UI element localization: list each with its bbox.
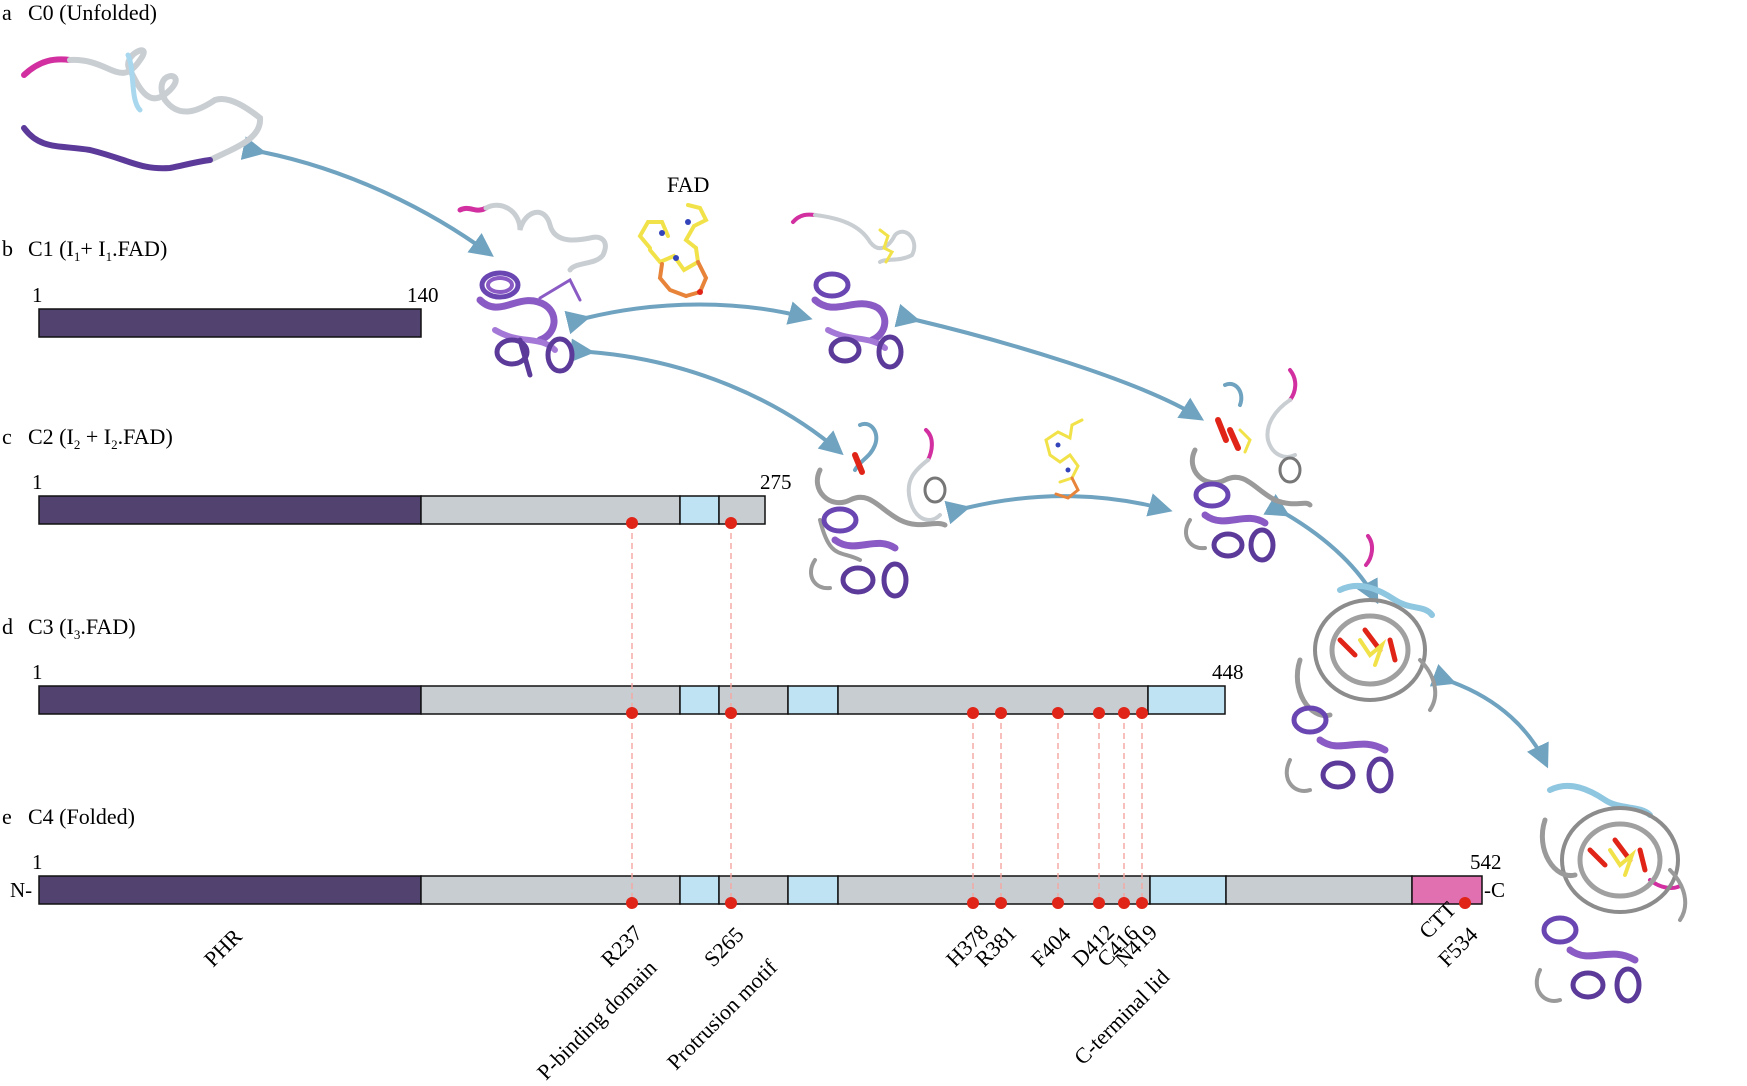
c1-end-number: 140 <box>407 283 439 307</box>
residue-dots <box>626 517 1471 909</box>
panel-e-letter: e <box>2 804 12 829</box>
c4-gray-segment-2 <box>718 875 789 905</box>
c3-dot-f404 <box>1052 707 1064 719</box>
c3-c-lid-segment <box>1147 685 1226 715</box>
c4-protrusion-segment <box>787 875 839 905</box>
c4-c-lid-segment <box>1149 875 1227 905</box>
c3-blue-segment-2 <box>787 685 839 715</box>
c3-dot-c416 <box>1118 707 1130 719</box>
c4-labels: PHR R237 P-binding domain S265 Protrusio… <box>199 896 1483 1084</box>
c1-domain-bar: 1 140 <box>32 283 439 338</box>
c4-start-number: 1 <box>32 850 43 874</box>
c4-dot-d412 <box>1093 897 1105 909</box>
panel-b-letter: b <box>2 236 13 261</box>
fad-label: FAD <box>667 172 709 197</box>
panel-c-title: c C2 (I2 + I2.FAD) <box>2 424 173 452</box>
panel-a-title: a C0 (Unfolded) <box>2 0 157 25</box>
c2-domain-bar: 1 275 <box>32 470 792 525</box>
c1-phr-segment <box>38 308 422 338</box>
panel-a-text: C0 (Unfolded) <box>28 0 157 25</box>
protrusion-motif-label: Protrusion motif <box>662 954 783 1075</box>
c4-gray-segment <box>420 875 681 905</box>
panel-c-text: C2 (I2 + I2.FAD) <box>28 424 173 452</box>
unfolded-purple-chain <box>21 125 213 172</box>
arrow-c0-c1 <box>240 136 494 257</box>
panel-e-title: e C4 (Folded) <box>2 804 135 829</box>
panel-e-text: C4 (Folded) <box>28 804 135 829</box>
panel-c-letter: c <box>2 424 12 449</box>
c2-phr-segment <box>38 495 422 525</box>
c4-gray-segment-4 <box>1225 875 1413 905</box>
c4-phr-segment <box>38 875 422 905</box>
fad-molecule-small <box>1044 418 1084 500</box>
c3-dot-d412 <box>1093 707 1105 719</box>
c4-structure <box>1534 782 1688 1004</box>
c2-structure <box>809 421 948 599</box>
residue-label-s265: S265 <box>699 922 749 972</box>
panel-d-letter: d <box>2 614 13 639</box>
c4-dot-r381 <box>995 897 1007 909</box>
panel-d-text: C3 (I3.FAD) <box>28 614 136 642</box>
arrow-c1-c2 <box>569 338 844 456</box>
c3-blue-segment <box>679 685 720 715</box>
c3-start-number: 1 <box>32 660 43 684</box>
c2-dot-s265 <box>725 517 737 529</box>
c-terminal-lid-label: C-terminal lid <box>1069 964 1174 1069</box>
arrow-c2-c2fad <box>944 493 1173 525</box>
c1-start-number: 1 <box>32 283 43 307</box>
c3-dot-h378 <box>967 707 979 719</box>
c1-fad-structure <box>791 212 917 370</box>
c1-structure <box>457 202 608 378</box>
c4-dot-n419 <box>1136 897 1148 909</box>
c3-dot-r381 <box>995 707 1007 719</box>
c2-blue-segment <box>679 495 720 525</box>
arrow-c1-c1fad <box>564 301 813 335</box>
c2-gray-segment <box>420 495 681 525</box>
c-terminus-label: -C <box>1484 878 1505 902</box>
pathway-arrows <box>240 136 1549 769</box>
panel-b-text: C1 (I1+ I1.FAD) <box>28 236 167 264</box>
n-terminus-label: N- <box>10 878 32 902</box>
panel-d-title: d C3 (I3.FAD) <box>2 614 136 642</box>
c4-dot-h378 <box>967 897 979 909</box>
c4-dot-s265 <box>725 897 737 909</box>
unfolded-gray-chain <box>67 47 263 163</box>
panel-a-letter: a <box>2 0 12 25</box>
p-binding-domain-label: P-binding domain <box>532 955 662 1085</box>
c3-structure <box>1284 534 1438 794</box>
arrow-c1fad-c2fad <box>894 303 1205 421</box>
c2-fad-structure <box>1184 368 1313 563</box>
c3-domain-bar: 1 448 <box>32 660 1244 715</box>
c4-end-number: 542 <box>1470 850 1502 874</box>
c3-gray-segment <box>420 685 681 715</box>
c4-dot-c416 <box>1118 897 1130 909</box>
c3-dot-n419 <box>1136 707 1148 719</box>
c2-gray-segment-2 <box>718 495 766 525</box>
c3-dot-r237 <box>626 707 638 719</box>
c2-start-number: 1 <box>32 470 43 494</box>
residue-label-f404: F404 <box>1026 922 1076 972</box>
c4-dot-f404 <box>1052 897 1064 909</box>
c3-dot-s265 <box>725 707 737 719</box>
fad-molecule-large <box>637 203 709 298</box>
panel-b-title: b C1 (I1+ I1.FAD) <box>2 236 167 264</box>
unfolded-protein <box>21 47 263 172</box>
c3-phr-segment <box>38 685 422 715</box>
c4-dot-f534 <box>1459 897 1471 909</box>
unfolded-blue-segment <box>125 52 143 113</box>
c3-end-number: 448 <box>1212 660 1244 684</box>
c4-domain-bar: 1 542 N- -C <box>10 850 1505 905</box>
c2-dot-r237 <box>626 517 638 529</box>
c4-dot-r237 <box>626 897 638 909</box>
arrow-c3-c4 <box>1429 664 1549 769</box>
unfolded-pink-terminus <box>21 56 73 78</box>
c4-blue-segment <box>679 875 720 905</box>
phr-label: PHR <box>199 923 247 971</box>
c4-ctt-segment <box>1411 875 1483 905</box>
c2-end-number: 275 <box>760 470 792 494</box>
